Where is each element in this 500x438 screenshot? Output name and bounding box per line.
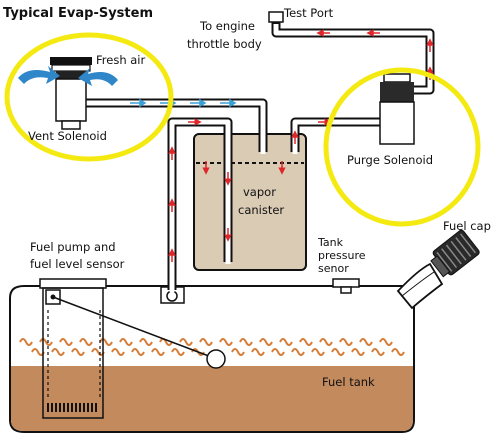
vent-solenoid-icon [50, 57, 92, 130]
label-vent-solenoid: Vent Solenoid [28, 129, 107, 143]
label-tank-pressure-3: senor [318, 262, 349, 275]
tank-vent-valve [160, 286, 185, 304]
purge-solenoid-highlight [323, 67, 481, 227]
fuel-pump-sensor [39, 278, 226, 419]
filler-neck [396, 262, 444, 310]
label-to-engine-1: To engine [199, 19, 255, 33]
fuel-level [11, 366, 413, 431]
vapor-canister [193, 133, 307, 271]
label-tank-pressure-1: Tank [317, 236, 344, 249]
label-vapor: vapor [243, 185, 276, 199]
label-fuel-tank: Fuel tank [322, 375, 375, 389]
label-tank-pressure-2: pressure [318, 249, 366, 262]
vent-solenoid-highlight [4, 32, 174, 162]
diagram-title: Typical Evap-System [3, 6, 153, 21]
label-fuel-cap: Fuel cap [443, 219, 491, 233]
fuel-strainer [47, 403, 97, 412]
fuel-cap-icon [430, 229, 480, 278]
label-test-port: Test Port [283, 6, 334, 20]
label-purge-solenoid: Purge Solenoid [347, 153, 433, 167]
float-arm [52, 296, 215, 359]
float [206, 349, 226, 369]
fresh-air-arrows [18, 66, 118, 86]
label-fresh-air: Fresh air [96, 53, 146, 67]
label-fuel-pump-1: Fuel pump and [30, 240, 116, 254]
test-port-icon [268, 11, 284, 23]
label-canister: canister [238, 203, 284, 217]
purge-solenoid-icon [379, 73, 415, 145]
tank-pressure-sensor-icon [332, 278, 360, 294]
label-fuel-pump-2: fuel level sensor [30, 257, 125, 271]
label-to-engine-2: throttle body [187, 37, 262, 51]
